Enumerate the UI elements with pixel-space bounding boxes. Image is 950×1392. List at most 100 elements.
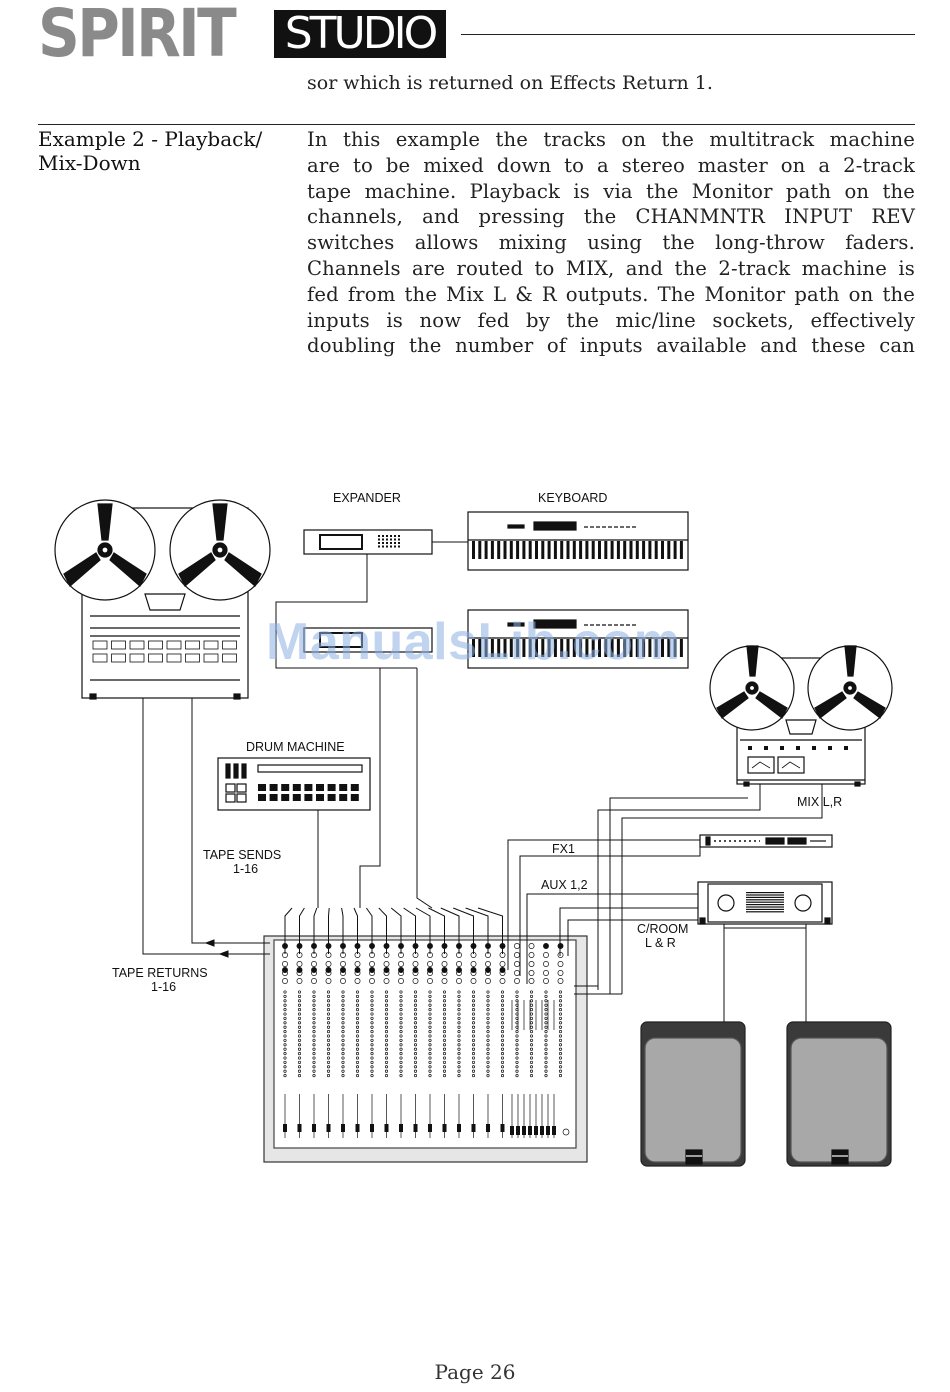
send-cable: [328, 907, 330, 954]
console-pot: [399, 1043, 403, 1047]
console-pot: [457, 1043, 461, 1047]
console-pot: [500, 1069, 505, 1073]
console-knob: [456, 978, 462, 984]
console-pot: [326, 1012, 331, 1016]
console-pot: [544, 994, 548, 998]
console-pot: [457, 1038, 461, 1042]
console-pot: [312, 1021, 316, 1025]
console-pot: [471, 1052, 476, 1056]
console-pot: [529, 1069, 534, 1073]
console-pot: [471, 1065, 476, 1069]
console-pot: [558, 994, 563, 998]
console-knob: [543, 952, 549, 958]
console-pot: [442, 1003, 447, 1007]
fader-cap: [355, 1124, 360, 1132]
drum-pad: [281, 784, 290, 791]
console-pot: [341, 1065, 345, 1069]
console-pot: [471, 1016, 476, 1020]
black-key: [509, 541, 513, 559]
console-pot: [413, 990, 418, 994]
console-knob: [543, 961, 549, 967]
console-pot: [413, 1008, 418, 1012]
console-pot: [341, 1056, 345, 1060]
body-line: channels, and pressing the CHANMNTR INPU…: [307, 205, 915, 229]
console-pot: [558, 1043, 563, 1047]
console-pot: [312, 990, 316, 994]
console-pot: [471, 1056, 476, 1060]
label-croom: C/ROOM: [637, 922, 688, 936]
console-pot: [500, 1074, 505, 1078]
console-pot: [399, 999, 403, 1003]
panel-dot: [398, 542, 400, 544]
panel-dot: [390, 542, 392, 544]
send-cable: [378, 907, 387, 954]
heatsink-fin: [746, 892, 784, 894]
black-key: [509, 639, 513, 657]
section-rule: [38, 124, 915, 125]
console-pot: [486, 1043, 490, 1047]
console-knob: [296, 967, 303, 973]
transport-button: [92, 640, 108, 650]
console-pot: [399, 1069, 403, 1073]
console-pot: [326, 1034, 331, 1038]
black-key: [478, 639, 482, 657]
drum-pad: [350, 794, 359, 801]
console-pot: [399, 1052, 403, 1056]
console-pot: [486, 1074, 490, 1078]
console-pot: [283, 1047, 287, 1051]
master-fader-cap: [522, 1126, 526, 1135]
send-cable: [365, 907, 373, 954]
transport-button: [166, 640, 182, 650]
console-pot: [283, 1043, 287, 1047]
console-pot: [457, 999, 461, 1003]
console-pot: [558, 1012, 563, 1016]
console-pot: [515, 1038, 519, 1042]
console-pot: [399, 1012, 403, 1016]
black-key: [572, 639, 576, 657]
black-key: [673, 541, 677, 559]
black-key: [679, 541, 683, 559]
console-pot: [413, 999, 418, 1003]
black-key: [629, 639, 633, 657]
console-pot: [355, 1060, 360, 1064]
console-pot: [442, 1069, 447, 1073]
drum-pad: [339, 794, 348, 801]
console-pot: [297, 1056, 302, 1060]
console-knob: [528, 952, 535, 958]
console-pot: [529, 1021, 534, 1025]
console-pot: [355, 994, 360, 998]
console-pot: [529, 1030, 534, 1034]
console-pot: [312, 1047, 316, 1051]
send-cable: [341, 907, 344, 954]
send-cable: [353, 907, 358, 954]
console-pot: [471, 994, 476, 998]
console-pot: [312, 1038, 316, 1042]
console-pot: [399, 1030, 403, 1034]
drum-pad: [304, 794, 313, 801]
console-knob: [325, 978, 332, 984]
mixing-console: [263, 935, 588, 1163]
console-pot: [326, 1056, 331, 1060]
console-pot: [544, 1025, 548, 1029]
console-pot: [326, 1065, 331, 1069]
label-tape-returns-range: 1-16: [151, 980, 176, 994]
console-pot: [457, 1074, 461, 1078]
console-pot: [442, 990, 447, 994]
black-key: [648, 639, 652, 657]
send-cable: [440, 907, 460, 954]
console-pot: [355, 1030, 360, 1034]
console-pot: [326, 999, 331, 1003]
panel-dot: [378, 538, 380, 541]
console-pot: [384, 1047, 389, 1051]
console-pot: [312, 1016, 316, 1020]
black-key: [591, 639, 595, 657]
mixdown-diagram: EXPANDER KEYBOARD DRUM MACHINE TAPE SEND…: [54, 491, 893, 1167]
console-pot: [486, 1038, 490, 1042]
console-pot: [529, 1038, 534, 1042]
console-knob: [354, 961, 361, 967]
console-pot: [529, 1047, 534, 1051]
console-pot: [384, 1056, 389, 1060]
console-pot: [428, 1016, 432, 1020]
console-pot: [529, 1008, 534, 1012]
black-key: [535, 639, 538, 657]
